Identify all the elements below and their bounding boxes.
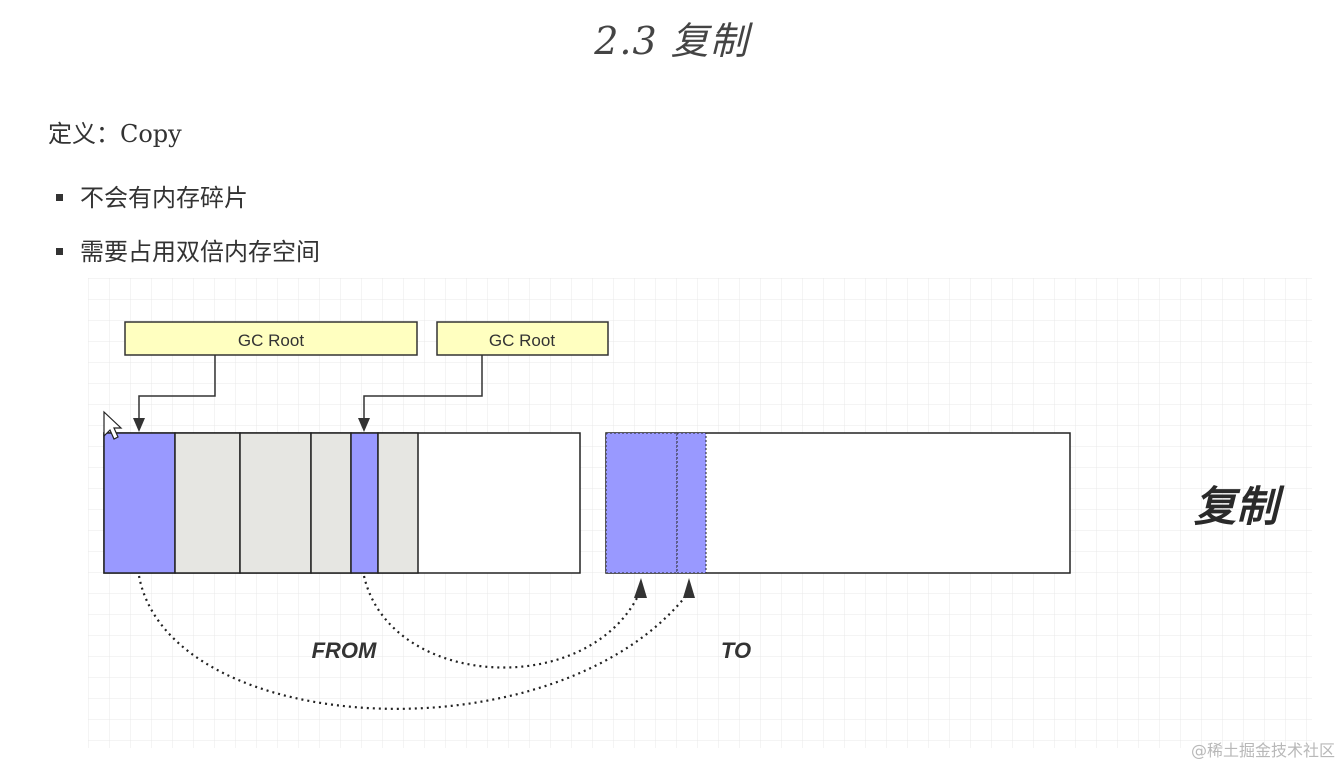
mouse-cursor-icon [103, 410, 123, 440]
from-dead-object-1 [174, 432, 241, 574]
gc-root-label-1: GC Root [238, 331, 304, 350]
definition-text: 定义：Copy [48, 120, 182, 148]
bullet-icon [56, 248, 63, 255]
copy-arrow-2 [362, 575, 641, 669]
from-dead-object-2 [239, 432, 312, 574]
gc-root-box-2 [436, 321, 609, 356]
gc-root-box-1 [124, 321, 418, 356]
bullet-icon [56, 194, 63, 201]
from-live-object-1 [103, 432, 176, 574]
to-copied-object-2 [676, 432, 707, 574]
gc-root-label-2: GC Root [489, 331, 555, 350]
to-copied-object-1 [605, 432, 678, 574]
copy-arrowhead-1 [683, 578, 695, 598]
from-dead-object-3 [310, 432, 352, 574]
gc-root-arrowhead-1 [133, 418, 145, 432]
bullet-list: 不会有内存碎片 需要占用双倍内存空间 [52, 180, 320, 288]
from-live-object-2 [350, 432, 379, 574]
list-item: 需要占用双倍内存空间 [52, 234, 320, 288]
page-title: 2.3 复制 [594, 19, 749, 63]
gc-root-arrow-1 [138, 355, 216, 420]
from-label: FROM [312, 638, 377, 663]
from-dead-object-4 [377, 432, 419, 574]
bullet-text: 不会有内存碎片 [80, 184, 248, 212]
gc-root-arrow-2 [363, 355, 483, 420]
bullet-text: 需要占用双倍内存空间 [80, 238, 320, 266]
list-item: 不会有内存碎片 [52, 180, 320, 234]
copy-arrowhead-2 [634, 578, 647, 598]
copy-side-label: 复制 [1194, 482, 1285, 531]
gc-root-arrowhead-2 [358, 418, 370, 432]
watermark: @稀土掘金技术社区 [1190, 741, 1335, 760]
to-label: TO [721, 638, 751, 663]
